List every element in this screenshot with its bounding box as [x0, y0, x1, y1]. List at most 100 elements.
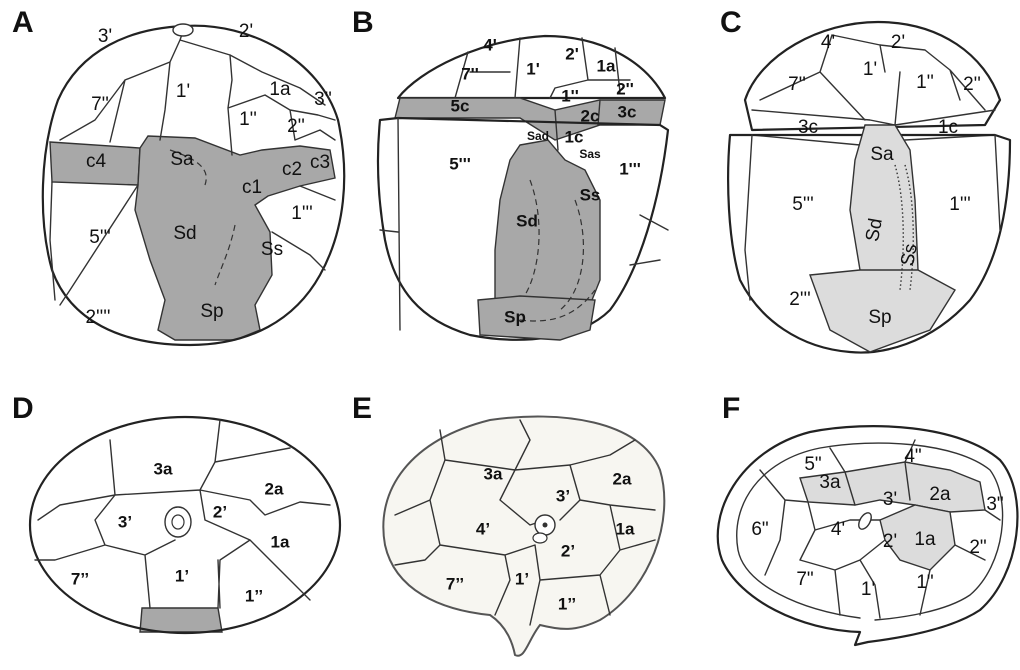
plate-label: 3a: [154, 459, 173, 478]
plate-label: 7'': [91, 94, 109, 115]
panel-a-apical-pore: [172, 23, 194, 37]
plate-label: Ss: [897, 242, 922, 267]
plate-label: 1''': [291, 203, 312, 224]
plate-label: 1a: [597, 56, 616, 75]
plate-label: 7'': [461, 64, 479, 83]
panel-e-pore-lower: [532, 532, 548, 544]
panel-f-1a: [879, 504, 956, 571]
panel-a-letter: A: [12, 6, 34, 39]
plate-label: 1c: [938, 117, 958, 138]
plate-label: 5": [804, 454, 821, 475]
panel-d-pore-inner: [171, 514, 185, 530]
plate-label: 2'': [287, 116, 305, 137]
panel-b-sp: [477, 295, 596, 341]
plate-label: 3c: [798, 117, 818, 138]
plate-label: Sd: [516, 211, 538, 230]
plate-label: Sa: [870, 144, 894, 165]
plate-label: 2a: [613, 469, 632, 488]
plate-label: 1’: [175, 566, 189, 585]
plate-label: 3": [986, 494, 1003, 515]
panel-f-apical-pore: [858, 512, 872, 530]
plate-label: 5''': [89, 227, 110, 248]
plate-label: 1a: [616, 519, 635, 538]
plate-label: 3’: [118, 512, 132, 531]
panel-d-outline: [28, 415, 342, 635]
panel-b-sulcus: [494, 139, 601, 321]
plate-label: Ss: [580, 185, 601, 204]
panel-f: F 5" 4" 3a 2a 3" 3' 6" 4' 1a 2' 2" 7" 1'…: [716, 392, 1019, 647]
panel-d: D 3a 2a 3’ 2’ 1a 7’’ 1’ 1’’: [12, 392, 342, 635]
plate-label: 3'': [314, 89, 332, 110]
plate-label: Sp: [200, 301, 223, 322]
plate-label: 2'': [616, 79, 634, 98]
plate-label: 3a: [484, 464, 503, 483]
panel-e-letter: E: [352, 392, 372, 425]
plate-label: 2a: [265, 479, 284, 498]
panel-a: A 3' 2' 1' 7'' 1a 3'' 1'' 2'' c4 Sa c2 c…: [12, 6, 346, 347]
plate-label: c1: [242, 177, 262, 198]
plate-label: 5''': [792, 194, 813, 215]
plate-label: 1a: [914, 529, 936, 550]
panel-c-epitheca: [743, 20, 1002, 132]
panel-c-hypotheca: [727, 133, 1012, 354]
panel-d-letter: D: [12, 392, 34, 425]
plate-label: Sd: [173, 223, 196, 244]
plate-label: c2: [282, 159, 302, 180]
panel-e: E 3a 2a 3’ 4’ 1a 2’ 7’’ 1’ 1’’: [352, 392, 666, 657]
panel-e-outline: [382, 415, 666, 657]
plate-label: 4': [821, 32, 835, 53]
plate-label: c3: [310, 152, 330, 173]
panel-d-shaded-plate: [139, 607, 223, 633]
plate-label: 1’’: [558, 594, 576, 613]
plate-label: 1": [916, 572, 933, 593]
plate-label: 5c: [451, 96, 470, 115]
plate-label: Sp: [868, 307, 891, 328]
plate-label: 3’: [556, 486, 570, 505]
plate-label: 1'': [916, 72, 934, 93]
plate-label: Sd: [862, 217, 887, 244]
plate-label: 1a: [269, 79, 291, 100]
plate-label: 7'': [788, 74, 806, 95]
panel-f-letter: F: [722, 392, 740, 425]
plate-label: 4': [831, 519, 845, 540]
plate-label: Sas: [579, 147, 601, 161]
plate-label: Sad: [527, 129, 549, 143]
plate-label: 3c: [618, 102, 637, 121]
plate-label: 1': [861, 579, 875, 600]
plate-label: 3': [883, 489, 897, 510]
plate-label: 1': [526, 59, 540, 78]
plate-label: 1': [863, 59, 877, 80]
plate-label: 1': [176, 81, 190, 102]
panel-b: B 4' 2' 1a 1' 7'' 2'' 1'' 5c 2c 3c Sad 1…: [352, 6, 670, 341]
plate-label: 4": [904, 446, 921, 467]
panel-e-pore-dot: [542, 522, 548, 528]
plate-label: Sp: [504, 307, 526, 326]
panel-a-sulcus: [134, 135, 336, 341]
plate-label: 2": [969, 537, 986, 558]
plate-label: 4’: [476, 519, 490, 538]
plate-label: 2a: [929, 484, 951, 505]
plate-label: 1a: [271, 532, 290, 551]
plate-label: 3a: [819, 472, 841, 493]
plate-label: 2': [239, 21, 253, 42]
plate-label: 3': [98, 26, 112, 47]
plate-label: 2': [565, 44, 579, 63]
plate-label: 7’’: [71, 569, 89, 588]
plate-label: 1''': [949, 194, 970, 215]
plate-label: 6": [751, 519, 768, 540]
panel-f-inner: [736, 442, 1004, 621]
panel-a-outline: [41, 24, 346, 347]
plate-label: 4': [483, 35, 497, 54]
panel-c: C 4' 2' 1' 7'' 1'' 2'' 3c 1c Sa 5''' 1''…: [720, 6, 1012, 354]
plate-label: 2''': [789, 289, 810, 310]
plate-label: 2'''': [85, 307, 110, 328]
panel-b-letter: B: [352, 6, 374, 39]
panel-c-sp: [809, 269, 956, 353]
plate-label: 2’: [561, 541, 575, 560]
plate-label: 2'': [963, 74, 981, 95]
plate-label: Sa: [170, 149, 194, 170]
panel-f-outer: [716, 425, 1019, 647]
panel-c-letter: C: [720, 6, 742, 39]
plate-label: 1''': [619, 159, 641, 178]
